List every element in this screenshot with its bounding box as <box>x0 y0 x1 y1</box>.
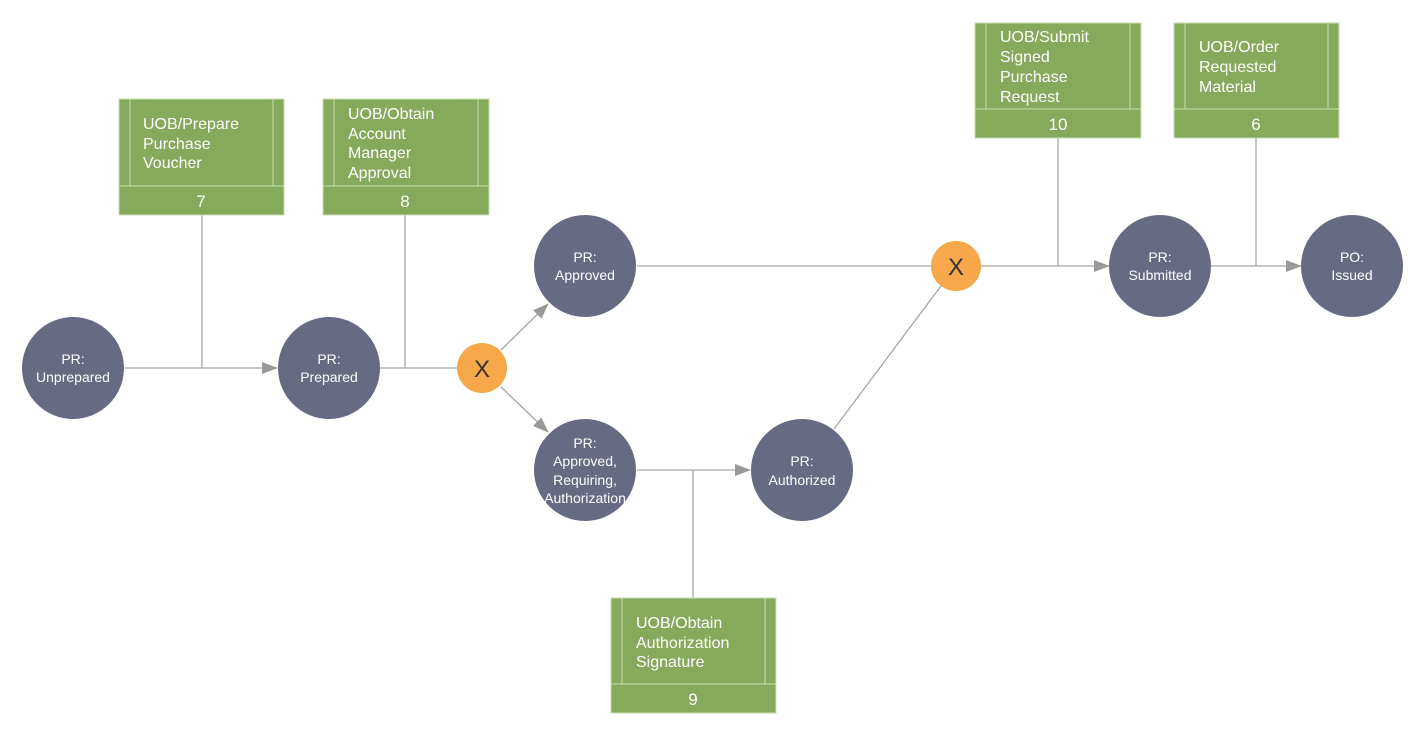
activity-label-line: Authorization <box>636 635 729 652</box>
activity-number: 8 <box>400 192 409 211</box>
state-label-line: PR: <box>317 351 340 367</box>
gateway-merge[interactable]: X <box>931 241 981 291</box>
state-pr-submitted[interactable]: PR: Submitted <box>1109 215 1211 317</box>
gateway-circle <box>457 343 507 393</box>
state-circle <box>1109 215 1211 317</box>
activity-box <box>610 597 777 714</box>
activity-box <box>1173 22 1340 139</box>
activity-box <box>974 22 1142 139</box>
flow-split-to-approved <box>500 303 549 351</box>
state-label-line: Approved <box>555 267 615 283</box>
activity-submit-request[interactable]: UOB/Submit Signed Purchase Request 10 <box>974 22 1142 139</box>
state-label-line: Authorization <box>544 490 626 506</box>
state-label-line: PO: <box>1340 249 1364 265</box>
state-label-line: Issued <box>1331 267 1372 283</box>
activity-prepare-voucher[interactable]: UOB/Prepare Purchase Voucher 7 <box>118 98 285 216</box>
state-circle <box>1301 215 1403 317</box>
state-label-line: PR: <box>1148 249 1171 265</box>
gateway-split[interactable]: X <box>457 343 507 393</box>
state-circle <box>751 419 853 521</box>
activity-obtain-authorization[interactable]: UOB/Obtain Authorization Signature 9 <box>610 597 777 714</box>
activity-label-line: Signature <box>636 654 705 671</box>
activity-label-line: UOB/Submit <box>1000 29 1089 46</box>
state-pr-prepared[interactable]: PR: Prepared <box>278 317 380 419</box>
state-label-line: Requiring, <box>553 472 617 488</box>
state-label-line: PR: <box>573 249 596 265</box>
activity-label-line: Purchase <box>1000 69 1068 86</box>
state-circle <box>278 317 380 419</box>
state-pr-approved-requiring-authorization[interactable]: PR: Approved, Requiring, Authorization <box>534 419 636 521</box>
state-pr-approved[interactable]: PR: Approved <box>534 215 636 317</box>
activity-label-line: Account <box>348 126 406 143</box>
state-circle <box>22 317 124 419</box>
activity-label-line: Approval <box>348 165 411 182</box>
activity-label-line: UOB/Prepare <box>143 116 239 133</box>
state-label-line: PR: <box>790 453 813 469</box>
flow-connectors <box>125 138 1302 598</box>
state-label-line: Authorized <box>769 472 836 488</box>
gateway-label: X <box>474 356 490 383</box>
state-label-line: Prepared <box>300 369 358 385</box>
activity-label-line: UOB/Obtain <box>348 106 434 123</box>
flow-split-to-approved-requiring <box>500 386 549 433</box>
activity-number: 9 <box>688 690 697 709</box>
gateway-label: X <box>948 254 964 281</box>
activity-order-material[interactable]: UOB/Order Requested Material 6 <box>1173 22 1340 139</box>
state-label-line: Unprepared <box>36 369 110 385</box>
activity-label-line: Requested <box>1199 59 1276 76</box>
activity-label-line: Manager <box>348 145 412 162</box>
activity-label-line: Purchase <box>143 136 211 153</box>
activity-obtain-approval[interactable]: UOB/Obtain Account Manager Approval 8 <box>322 98 490 216</box>
state-label-line: PR: <box>573 435 596 451</box>
state-circle <box>534 215 636 317</box>
activity-label-line: Request <box>1000 89 1060 106</box>
activity-label-line: UOB/Order <box>1199 39 1280 56</box>
state-po-issued[interactable]: PO: Issued <box>1301 215 1403 317</box>
activity-label-line: Voucher <box>143 155 202 172</box>
activity-number: 6 <box>1251 115 1260 134</box>
activity-label-line: UOB/Obtain <box>636 615 722 632</box>
activity-box <box>322 98 490 216</box>
activity-label-line: Material <box>1199 79 1256 96</box>
state-pr-authorized[interactable]: PR: Authorized <box>751 419 853 521</box>
activity-box <box>118 98 285 216</box>
activity-label-line: Signed <box>1000 49 1050 66</box>
state-pr-unprepared[interactable]: PR: Unprepared <box>22 317 124 419</box>
state-label-line: Submitted <box>1128 267 1191 283</box>
activity-number: 10 <box>1049 115 1068 134</box>
flow-authorized-to-merge <box>833 285 942 430</box>
activity-number: 7 <box>196 192 205 211</box>
state-circle <box>534 419 636 521</box>
state-label-line: PR: <box>61 351 84 367</box>
state-label-line: Approved, <box>553 453 617 469</box>
gateway-circle <box>931 241 981 291</box>
